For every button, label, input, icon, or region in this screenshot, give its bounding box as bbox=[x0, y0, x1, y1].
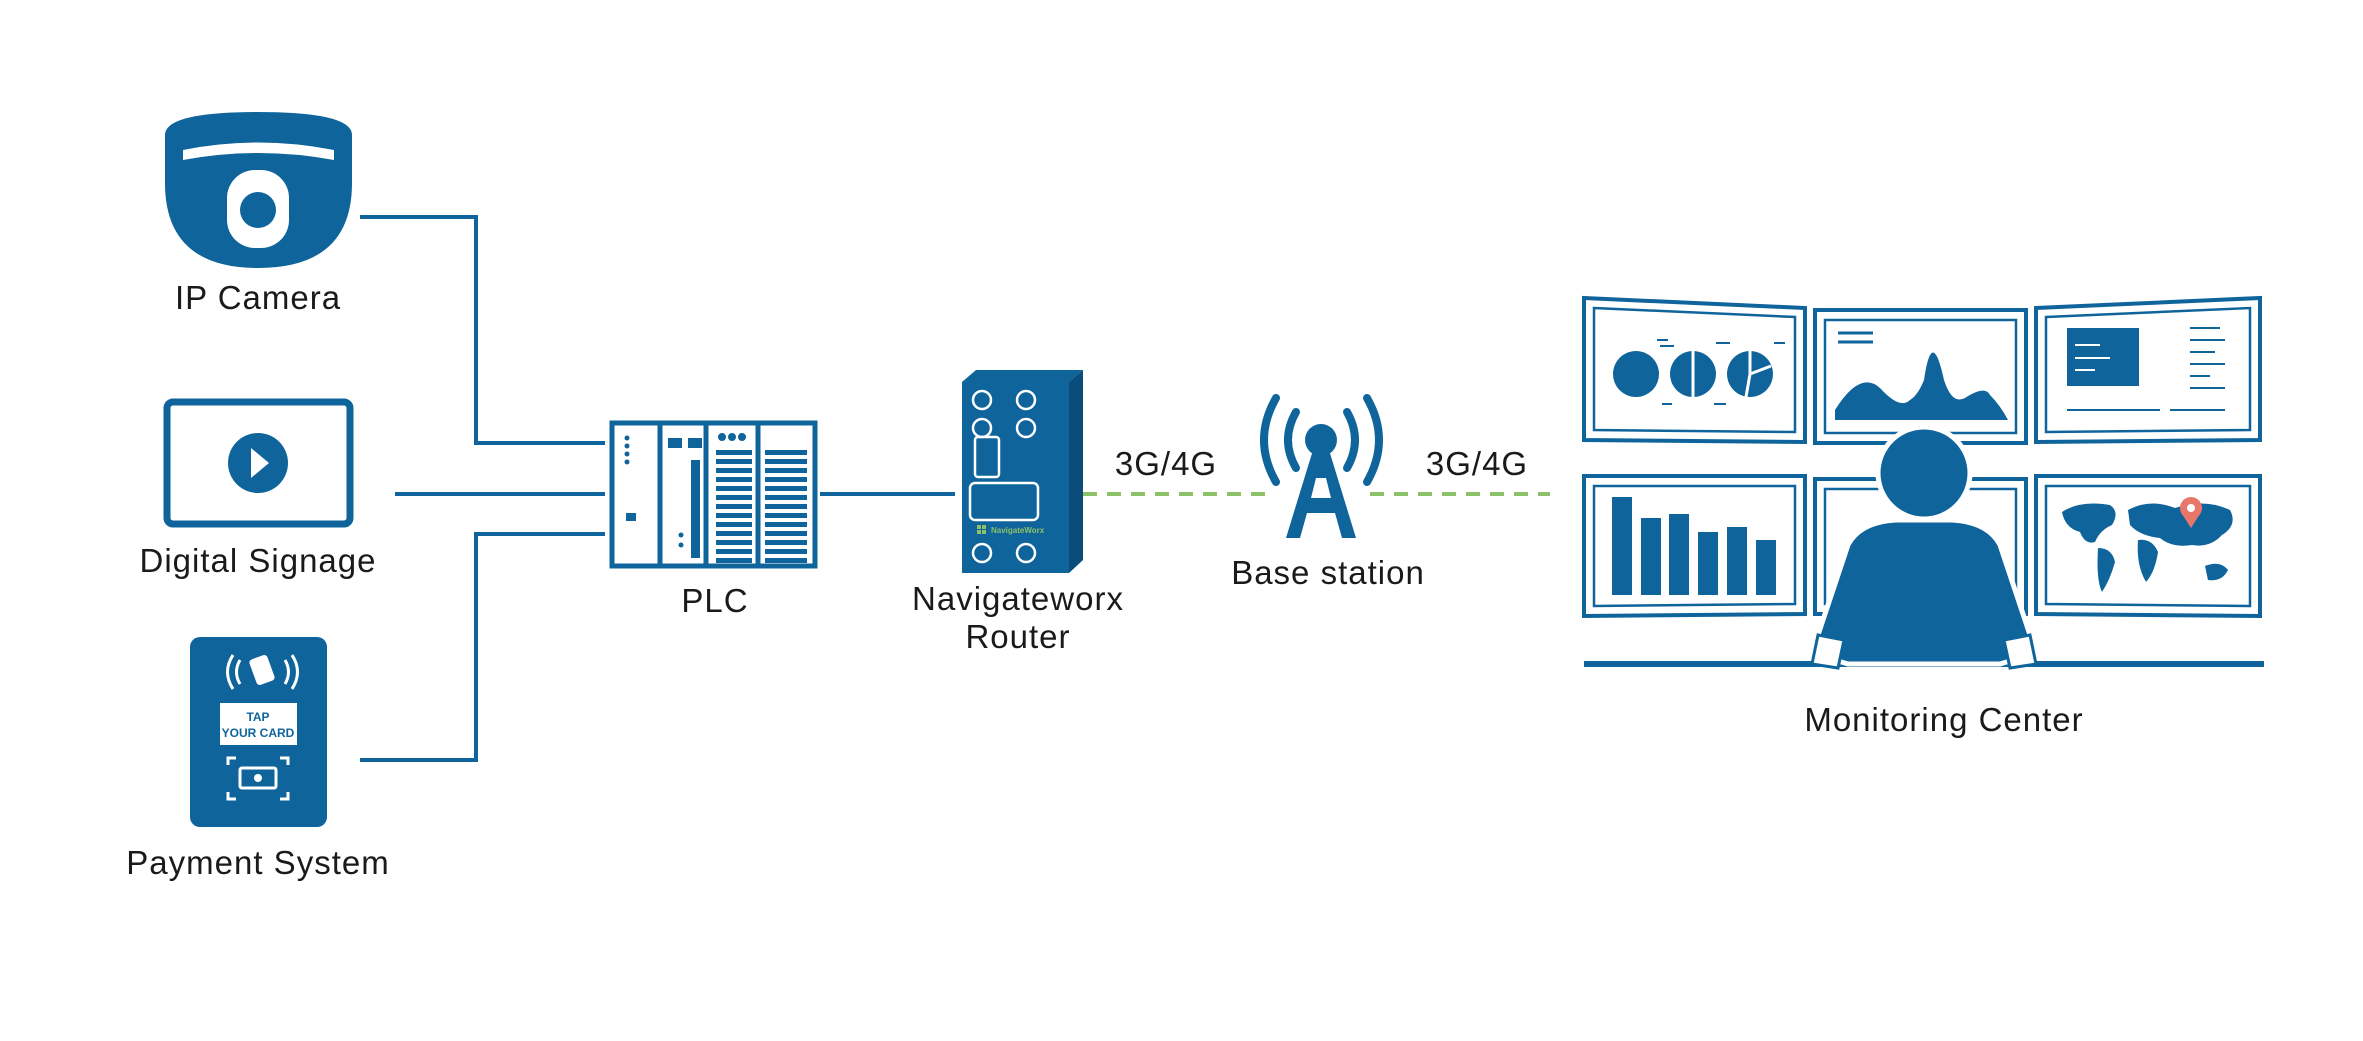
plc-io-slot bbox=[716, 459, 752, 464]
payment-link-line bbox=[360, 532, 605, 762]
plc-io-slot bbox=[716, 468, 752, 473]
operator-monitors-icon bbox=[1582, 295, 2264, 670]
play-screen-icon bbox=[163, 398, 354, 528]
router-label-line2: Router bbox=[965, 618, 1070, 655]
plc-io-slot bbox=[716, 549, 752, 554]
plc-io-slot bbox=[716, 513, 752, 518]
plc-io-slot bbox=[765, 477, 807, 482]
camera-link-line bbox=[360, 215, 605, 445]
plc-io-slot bbox=[765, 549, 807, 554]
plc-io-slot bbox=[716, 495, 752, 500]
ip-camera-node: IP Camera bbox=[165, 112, 352, 316]
plc-io-slot bbox=[765, 486, 807, 491]
plc-node: PLC bbox=[609, 420, 818, 619]
plc-io-slot bbox=[716, 531, 752, 536]
plc-io-slot bbox=[716, 540, 752, 545]
plc-io-slot bbox=[765, 531, 807, 536]
plc-io-slot bbox=[716, 522, 752, 527]
card-terminal-icon: TAP YOUR CARD bbox=[190, 637, 327, 827]
plc-io-slots bbox=[716, 450, 807, 563]
plc-io-slot bbox=[765, 540, 807, 545]
router-brand-text: NavigateWorx bbox=[991, 526, 1045, 535]
monitoring-center-node: Monitoring Center bbox=[1582, 295, 2264, 738]
plc-io-slot bbox=[716, 486, 752, 491]
right-network-label: 3G/4G bbox=[1426, 445, 1528, 482]
plc-io-slot bbox=[765, 522, 807, 527]
plc-io-slot bbox=[765, 513, 807, 518]
router-label-line1: Navigateworx bbox=[912, 580, 1124, 617]
router-node: NavigateWorx Navigateworx Router bbox=[912, 370, 1124, 655]
ip-camera-label: IP Camera bbox=[175, 279, 341, 316]
plc-icon bbox=[609, 420, 818, 569]
tap-text: TAP bbox=[246, 710, 269, 724]
monitor-text-report bbox=[2034, 295, 2262, 445]
contactless-icon bbox=[226, 654, 299, 690]
payment-system-label: Payment System bbox=[126, 844, 389, 881]
base-station-label: Base station bbox=[1231, 554, 1425, 591]
plc-io-slot bbox=[716, 558, 752, 563]
plc-io-slot bbox=[765, 468, 807, 473]
plc-io-slot bbox=[765, 504, 807, 509]
plc-io-slot bbox=[716, 450, 752, 455]
plc-io-slot bbox=[716, 477, 752, 482]
plc-io-slot bbox=[765, 558, 807, 563]
card-reader-icon bbox=[226, 756, 290, 801]
device-to-plc-wiring bbox=[360, 215, 955, 762]
monitor-pie-charts bbox=[1582, 295, 1807, 445]
your-card-text: YOUR CARD bbox=[222, 726, 295, 740]
plc-io-slot bbox=[765, 459, 807, 464]
payment-system-node: TAP YOUR CARD Payment System bbox=[126, 637, 389, 881]
monitor-world-map bbox=[2034, 474, 2262, 619]
plc-io-slot bbox=[765, 450, 807, 455]
dome-camera-icon bbox=[165, 112, 352, 268]
left-network-label: 3G/4G bbox=[1115, 445, 1217, 482]
plc-io-slot bbox=[716, 504, 752, 509]
plc-label: PLC bbox=[681, 582, 748, 619]
monitoring-center-label: Monitoring Center bbox=[1804, 701, 2083, 738]
operator-person-icon bbox=[1810, 424, 2038, 670]
router-icon: NavigateWorx bbox=[962, 370, 1083, 573]
plc-io-slot bbox=[765, 495, 807, 500]
monitor-area-chart bbox=[1813, 308, 2028, 445]
digital-signage-node: Digital Signage bbox=[140, 398, 377, 579]
base-station-node: Base station bbox=[1231, 394, 1425, 591]
cell-tower-icon bbox=[1260, 394, 1383, 538]
digital-signage-label: Digital Signage bbox=[140, 542, 377, 579]
monitor-bar-chart bbox=[1582, 474, 1807, 619]
